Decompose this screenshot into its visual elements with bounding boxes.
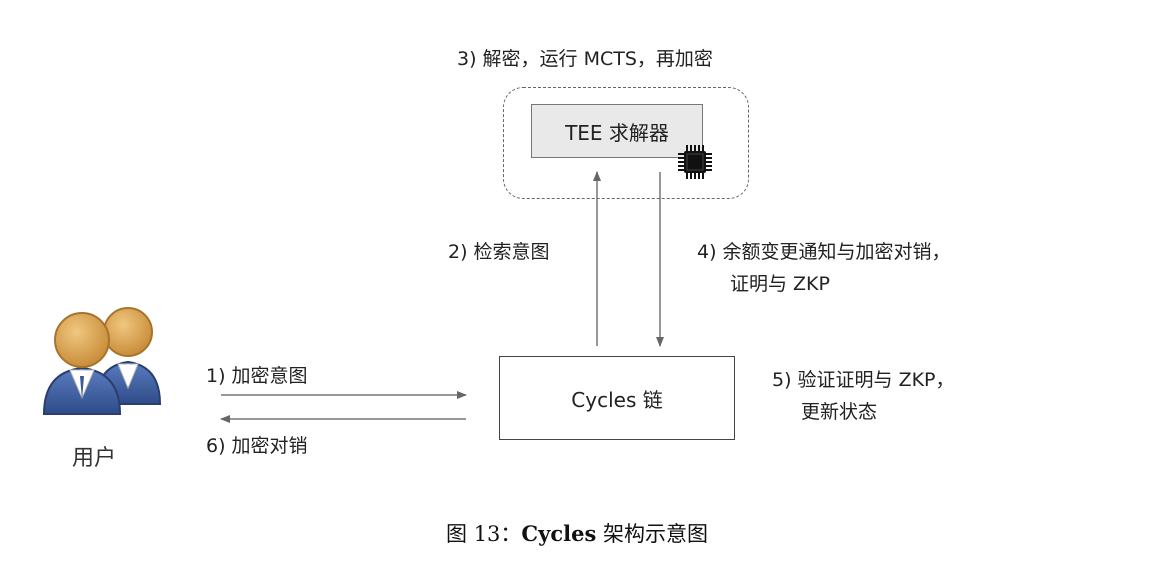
step6-label: 6) 加密对销 xyxy=(206,435,308,457)
user-label: 用户 xyxy=(71,446,116,471)
cycles-chain-label: Cycles 链 xyxy=(571,387,663,412)
step5-label-line1: 5) 验证证明与 ZKP， xyxy=(772,369,955,391)
caption-prefix: 图 13： xyxy=(446,522,522,546)
tee-enclave-frame xyxy=(503,87,749,199)
step4-label-line2: 证明与 ZKP xyxy=(730,273,830,295)
tee-solver-label: TEE 求解器 xyxy=(565,120,669,145)
figure-caption: 图 13：Cycles 架构示意图 xyxy=(0,519,1154,549)
caption-suffix: 架构示意图 xyxy=(596,522,708,546)
step4-label-line1: 4) 余额变更通知与加密对销， xyxy=(697,241,951,263)
step5-label-line2: 更新状态 xyxy=(801,401,878,423)
users-icon xyxy=(42,307,162,415)
step2-label: 2) 检索意图 xyxy=(448,241,550,263)
step3-label: 3) 解密，运行 MCTS，再加密 xyxy=(457,48,713,70)
cycles-chain-box: Cycles 链 xyxy=(499,356,735,440)
chip-icon xyxy=(678,145,712,179)
front-person xyxy=(42,312,122,415)
step1-label: 1) 加密意图 xyxy=(206,365,308,387)
tee-solver-box: TEE 求解器 xyxy=(531,104,703,158)
caption-bold: Cycles xyxy=(521,521,597,546)
